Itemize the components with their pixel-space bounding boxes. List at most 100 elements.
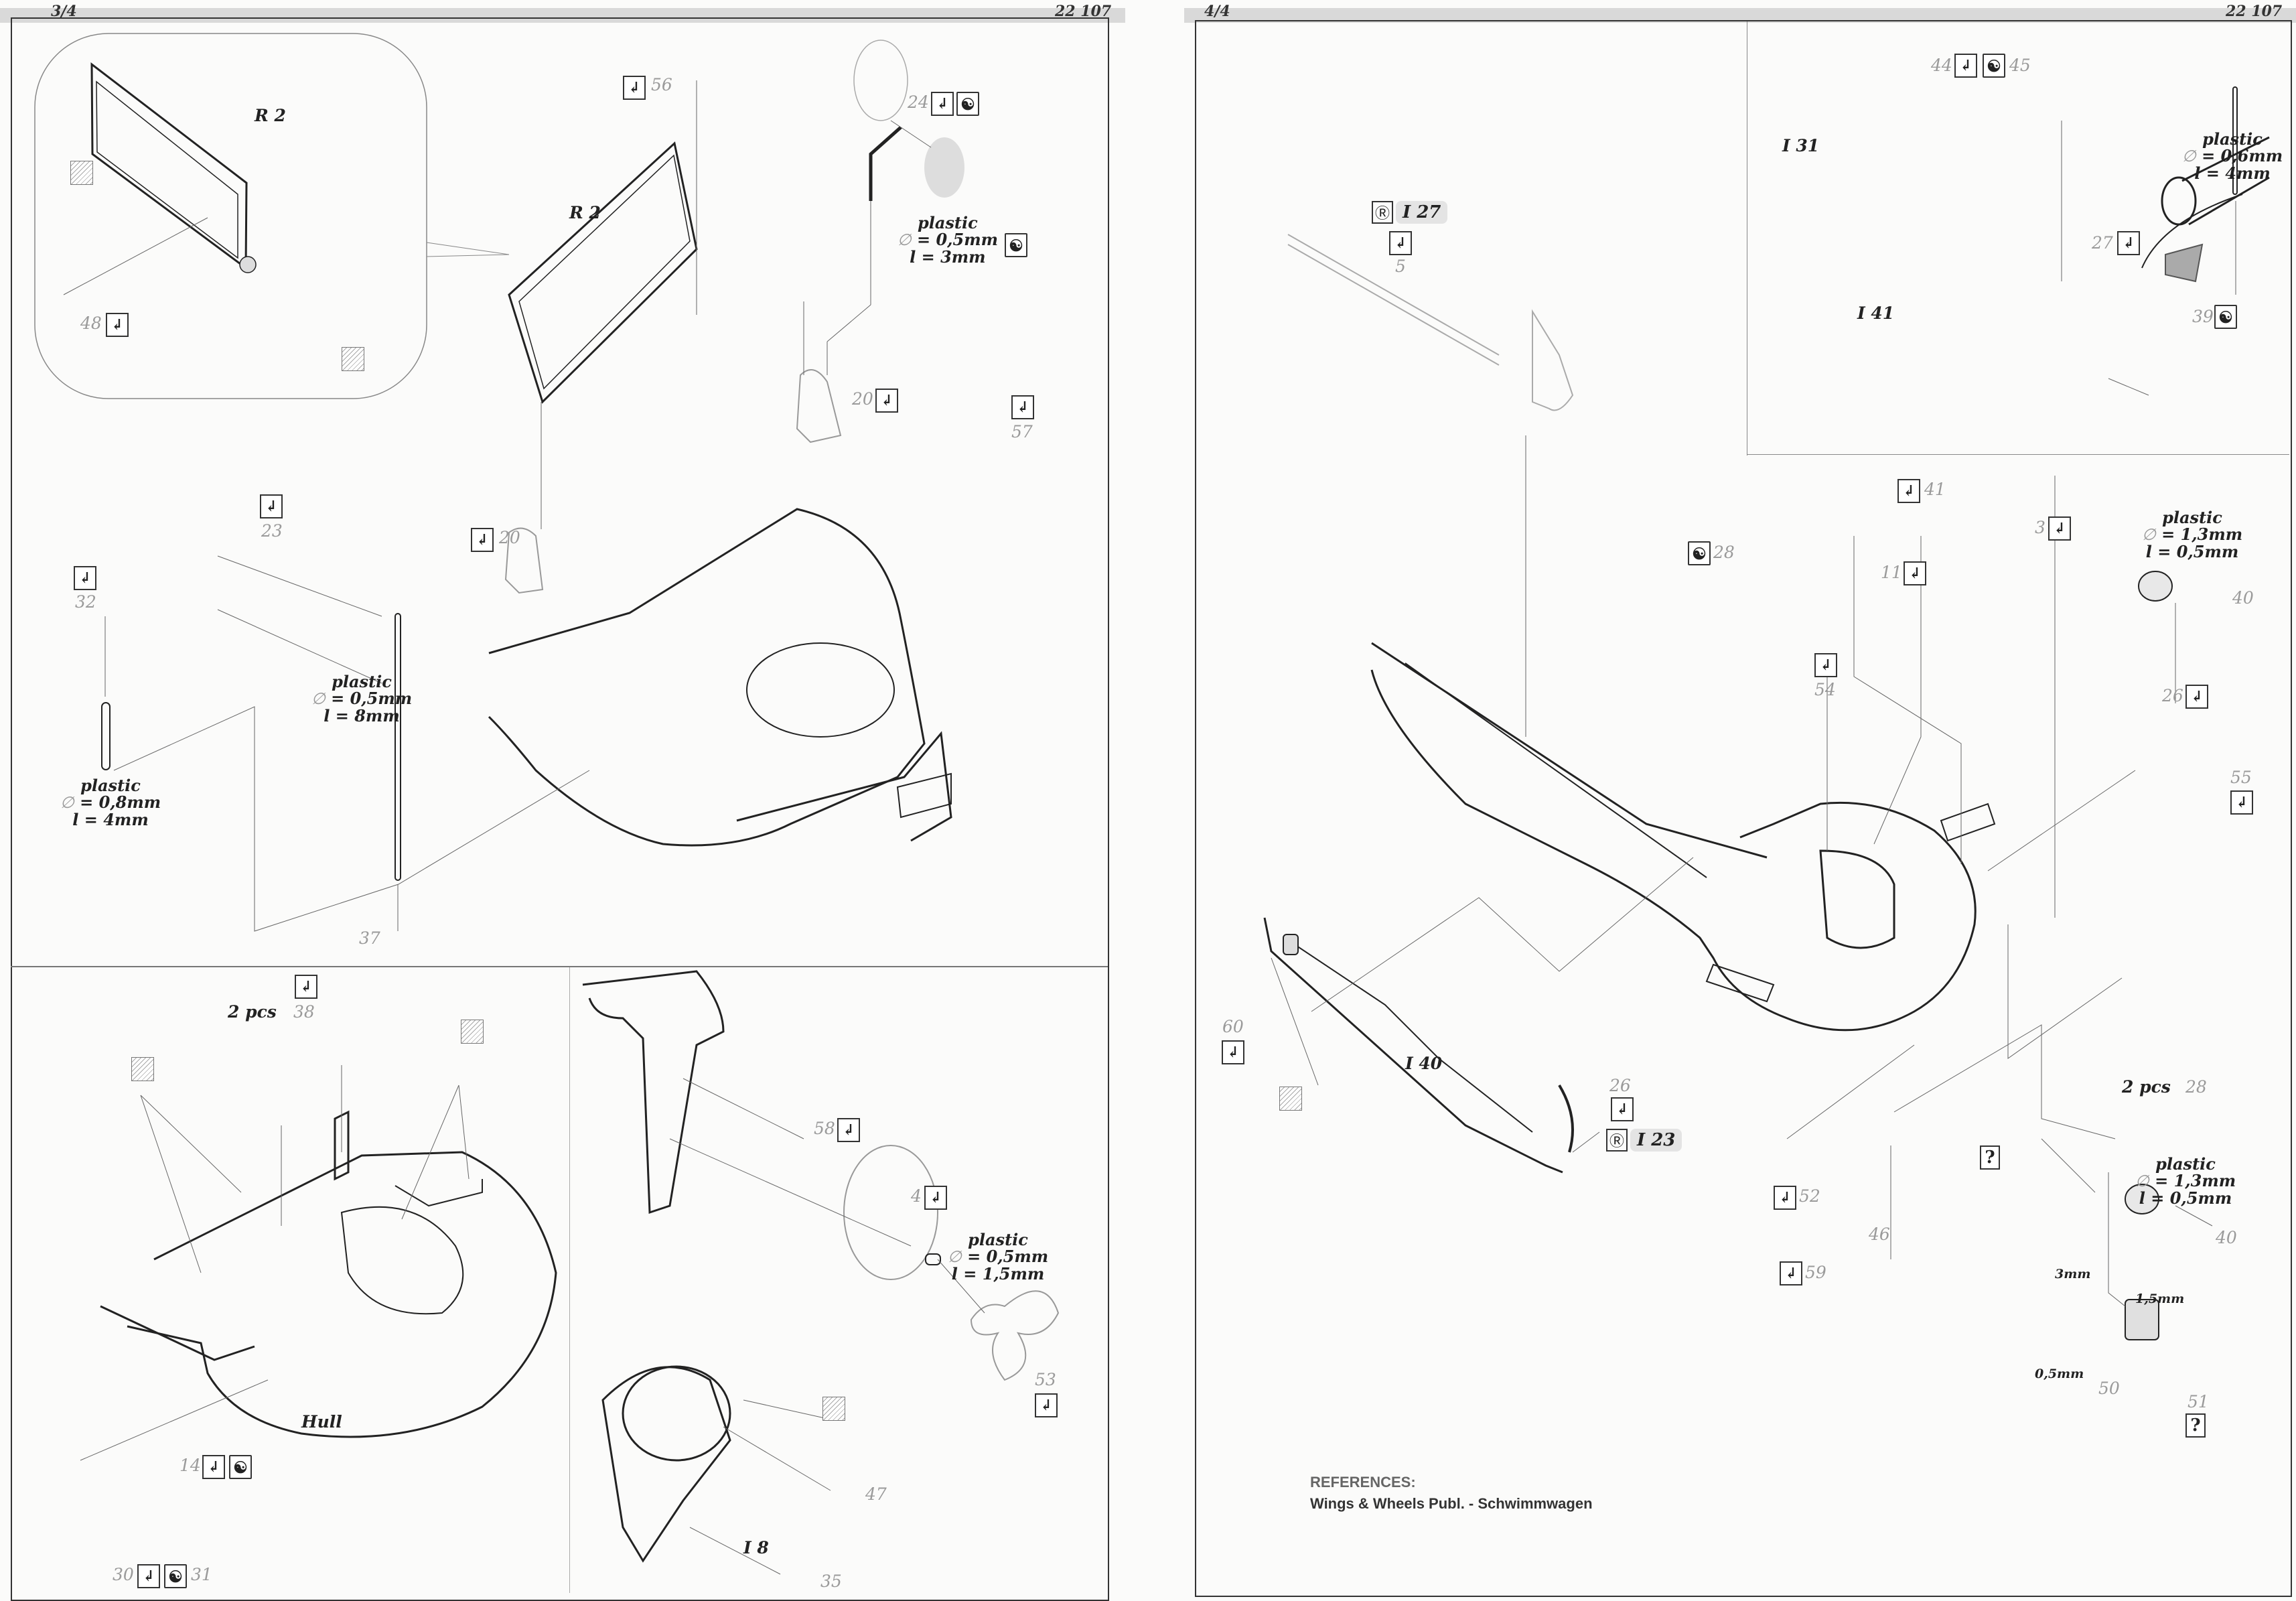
assembly-leader-lines xyxy=(63,80,985,1575)
windscreen-r2-detail-inner xyxy=(96,80,238,259)
part-number-3: 3 xyxy=(2035,518,2046,537)
hull-rear-recess xyxy=(340,1206,464,1315)
references-heading: REFERENCES: xyxy=(1310,1474,1416,1490)
windscreen-r2 xyxy=(508,141,698,404)
propeller-53 xyxy=(970,1290,1060,1381)
left-sheet-line-art xyxy=(34,33,1060,1575)
shovel-i27 xyxy=(1287,234,1500,366)
bend-arrow-icon xyxy=(1780,1261,1802,1285)
hull-label: Hull xyxy=(301,1412,342,1432)
anneal-yinyang-icon xyxy=(1688,541,1711,565)
part-number-31: 31 xyxy=(191,1565,212,1584)
note-diameter: = 0,5mm xyxy=(916,230,998,250)
part-number-28: 28 xyxy=(1713,543,1735,562)
bend-arrow-icon xyxy=(837,1118,860,1142)
paint-hatch-icon xyxy=(461,1020,484,1044)
oar-i40 xyxy=(1263,917,1563,1174)
rear-step-plate xyxy=(1705,963,1775,1003)
question-icon: ? xyxy=(1980,1145,2000,1170)
propeller-24 xyxy=(853,40,908,121)
inset-divider-horizontal xyxy=(1747,454,2289,455)
bend-arrow-icon xyxy=(1035,1393,1058,1417)
hull-front-deck xyxy=(488,508,926,847)
note-length: l = 8mm xyxy=(324,706,400,726)
grille-mesh xyxy=(2165,243,2204,283)
bend-arrow-icon xyxy=(931,92,954,116)
references-block: REFERENCES: Wings & Wheels Publ. - Schwi… xyxy=(1310,1474,1593,1513)
page-number: 4/4 xyxy=(1204,3,1230,20)
plastic-disc-a xyxy=(2138,571,2173,602)
part-number-24: 24 xyxy=(908,92,929,112)
plastic-rod-4mm-06 xyxy=(2232,86,2238,195)
hull-rear xyxy=(127,1151,557,1438)
propeller-shaft-sleeve xyxy=(925,1253,941,1265)
anneal-yinyang-icon xyxy=(229,1455,252,1479)
bracket-20-left xyxy=(504,527,544,594)
anneal-yinyang-icon xyxy=(1005,233,1027,257)
hull-side-line xyxy=(1405,663,1707,878)
bend-arrow-icon xyxy=(1814,653,1837,677)
part-number-23: 23 xyxy=(261,521,283,541)
part-number-32: 32 xyxy=(75,592,96,612)
part-label-r2: R 2 xyxy=(569,203,601,222)
bend-arrow-icon xyxy=(924,1186,947,1210)
note-length: l = 1,5mm xyxy=(951,1264,1045,1284)
reference-id-i27: I 27 xyxy=(1396,201,1448,224)
note-diameter: = 1,3mm xyxy=(2161,525,2243,545)
plastic-rod-note-bent: plastic ∅ = 0,5mm l = 3mm xyxy=(897,213,998,267)
hull-side-rail xyxy=(100,1305,255,1361)
references-text: Wings & Wheels Publ. - Schwimmwagen xyxy=(1310,1495,1593,1512)
part-number-4: 4 xyxy=(911,1186,922,1206)
bracket-20 xyxy=(796,369,842,443)
dimension-0-5mm: 0,5mm xyxy=(2035,1367,2084,1381)
panel-divider-horizontal xyxy=(11,966,1108,967)
instruction-sheet-4: 4/4 22 107 xyxy=(1184,0,2296,1597)
registered-ref-icon xyxy=(1606,1129,1628,1152)
note-material: plastic xyxy=(2202,129,2263,149)
propeller-24-hub-shading xyxy=(924,137,964,198)
bend-arrow-icon xyxy=(74,566,96,590)
note-diameter: = 0,8mm xyxy=(80,792,161,813)
part-number-50: 50 xyxy=(2098,1379,2120,1398)
quantity-label-38: 2 pcs xyxy=(228,1002,277,1022)
bend-arrow-icon xyxy=(260,494,283,518)
part-label-i31: I 31 xyxy=(1782,136,1820,155)
plastic-rod-note-06: plastic ∅ = 0,6mm l = 4mm xyxy=(2175,131,2289,182)
plastic-disc-note-b: plastic ∅ = 1,3mm l = 0,5mm xyxy=(2115,1156,2256,1207)
bend-arrow-icon xyxy=(2185,685,2208,709)
part-number-11: 11 xyxy=(1881,563,1902,582)
bend-arrow-icon xyxy=(106,313,129,337)
part-label-i8: I 8 xyxy=(743,1538,769,1557)
bend-arrow-icon xyxy=(2230,790,2253,815)
note-length: l = 4mm xyxy=(2194,163,2271,184)
bend-arrow-icon xyxy=(1222,1040,1244,1064)
part-number-20-left: 20 xyxy=(499,528,520,547)
bend-arrow-icon xyxy=(202,1455,225,1479)
note-material: plastic xyxy=(2155,1154,2216,1174)
bend-arrow-icon xyxy=(623,76,646,100)
fender-i41 xyxy=(2141,194,2243,269)
hull-seat-back xyxy=(334,1110,350,1181)
rudder-assembly-i8 xyxy=(601,1366,731,1563)
spare-wheel-well xyxy=(1819,849,1895,949)
hull-upper-edge xyxy=(1371,642,1768,859)
note-length: l = 4mm xyxy=(72,810,149,830)
page-number: 3/4 xyxy=(51,3,77,20)
paint-hatch-icon xyxy=(1279,1087,1302,1111)
licence-plate-block xyxy=(2125,1299,2159,1340)
bend-arrow-icon xyxy=(875,389,898,413)
part-number-52: 52 xyxy=(1799,1186,1820,1206)
note-diameter: = 0,5mm xyxy=(331,689,413,709)
plastic-disc-note-a: plastic ∅ = 1,3mm l = 0,5mm xyxy=(2122,509,2263,561)
spare-wheel-recess xyxy=(746,642,895,738)
bend-arrow-icon xyxy=(1389,231,1412,255)
oar-i40-shaft xyxy=(1284,937,1533,1133)
bend-arrow-icon xyxy=(1954,54,1977,78)
windscreen-detail-inset xyxy=(34,33,427,399)
oar-i40-blade-tip xyxy=(1558,1084,1574,1153)
question-icon: ? xyxy=(2185,1413,2206,1438)
assembly-leader-lines xyxy=(1271,121,2236,1307)
part-number-40: 40 xyxy=(2232,588,2254,608)
plastic-rod-note-1-5mm: plastic ∅ = 0,5mm l = 1,5mm xyxy=(924,1231,1072,1283)
part-number-44: 44 xyxy=(1931,56,1952,75)
